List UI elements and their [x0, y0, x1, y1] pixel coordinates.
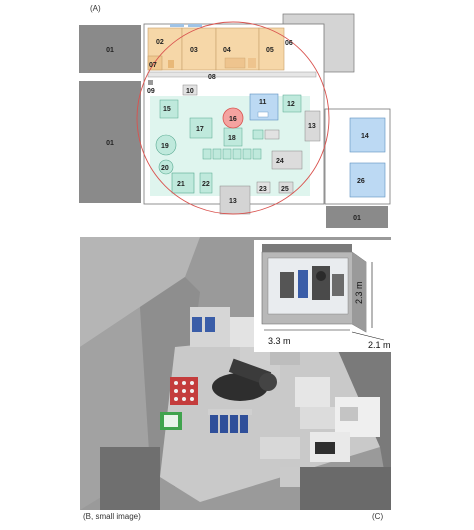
zone-05 [258, 27, 285, 71]
label-25: 25 [281, 186, 289, 193]
zone-03 [181, 27, 217, 71]
label-22: 22 [202, 181, 210, 188]
panel-a-label: (A) [90, 4, 101, 13]
label-03: 03 [190, 47, 198, 54]
unit-19 [155, 134, 177, 156]
label-06: 06 [285, 40, 293, 47]
label-12: 12 [287, 101, 295, 108]
label-02: 02 [156, 39, 164, 46]
label-15: 15 [163, 106, 171, 113]
unit-11-tray [257, 111, 269, 118]
unit-22 [199, 172, 213, 194]
label-08: 08 [208, 74, 216, 81]
label-19: 19 [161, 143, 169, 150]
unit-14 [349, 117, 386, 153]
small-module [252, 129, 264, 140]
label-01b: 01 [106, 140, 114, 147]
block-01-top-left [79, 25, 141, 73]
door-strip [170, 24, 184, 27]
unit-13-right [304, 110, 321, 142]
unit-26 [349, 162, 386, 198]
unit-12 [282, 94, 302, 113]
block-01-bottom-right [326, 206, 388, 228]
label-18: 18 [228, 135, 236, 142]
unit-21 [171, 172, 195, 194]
orange-equipment [248, 58, 256, 68]
dim-depth-label: 2.1 m [368, 340, 391, 350]
robot-16 [222, 107, 244, 129]
label-11: 11 [259, 99, 267, 106]
label-10: 10 [186, 88, 194, 95]
label-23: 23 [259, 186, 267, 193]
door-strip [188, 24, 202, 27]
orange-equipment [224, 57, 246, 69]
dim-line-depth [351, 331, 385, 341]
dim-height-label: 2.3 m [354, 281, 364, 304]
module-rack [202, 148, 262, 160]
dim-width-label: 3.3 m [268, 336, 291, 346]
panel-c-label: (C) [372, 512, 384, 521]
label-05: 05 [266, 47, 274, 54]
label-13a: 13 [308, 123, 316, 130]
label-20: 20 [161, 165, 169, 172]
label-01c: 01 [353, 215, 361, 222]
unit-10 [182, 84, 198, 96]
block-01-left [79, 81, 141, 203]
unit-20 [158, 159, 174, 175]
unit-15 [159, 99, 179, 119]
label-13b: 13 [229, 198, 237, 205]
label-21: 21 [177, 181, 185, 188]
marker-09 [148, 80, 153, 85]
corridor-08 [147, 71, 317, 78]
unit-23 [256, 181, 271, 194]
floor-plan: 01 01 01 02 03 04 05 06 07 08 09 10 11 1… [79, 13, 391, 228]
render-illustration [80, 237, 391, 510]
label-09: 09 [147, 88, 155, 95]
label-01a: 01 [106, 47, 114, 54]
orange-equipment [168, 60, 174, 68]
enclosure-inset: 3.3 m 2.3 m 2.1 m [254, 240, 394, 352]
robot-reach-circle [136, 21, 330, 215]
label-24: 24 [276, 158, 284, 165]
unit-25 [278, 181, 294, 194]
label-14: 14 [361, 133, 369, 140]
small-module [264, 129, 280, 140]
label-07: 07 [149, 62, 157, 69]
unit-17 [189, 117, 213, 139]
label-16: 16 [229, 116, 237, 123]
panel-b-label: (B, small image) [83, 512, 141, 521]
label-17: 17 [196, 126, 204, 133]
unit-24 [271, 150, 303, 170]
label-26: 26 [357, 178, 365, 185]
label-04: 04 [223, 47, 231, 54]
